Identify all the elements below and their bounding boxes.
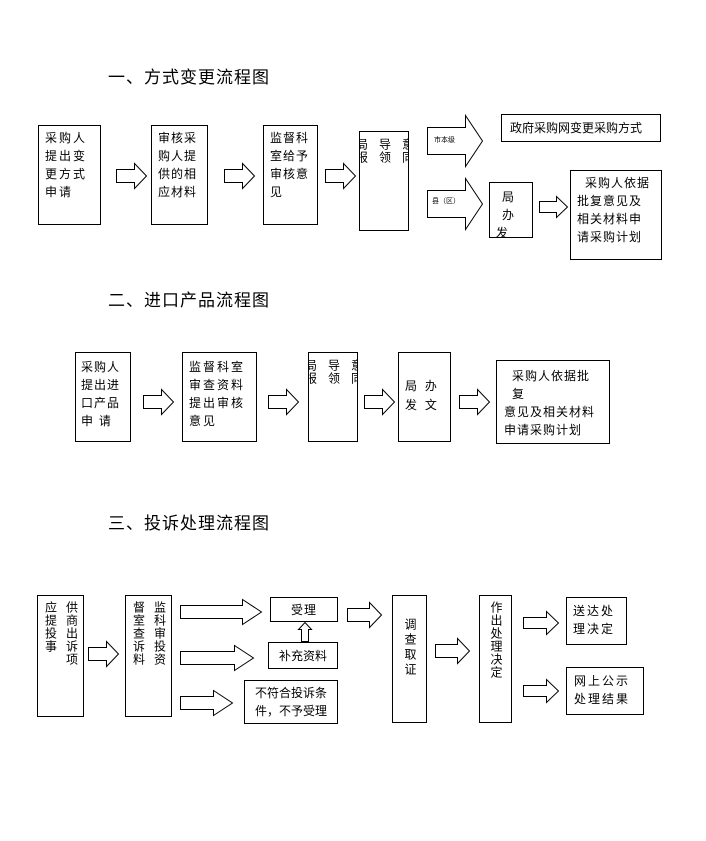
s3-supervision-col: 监科审投资 (152, 601, 167, 666)
s3-deliver-line: 理决定 (573, 622, 616, 636)
s2-leader-col: 局报 (308, 359, 318, 385)
s1-bureau-doc-line: 局办 (502, 190, 519, 222)
s3-supplier-complaint-box: 应提投事 供商出诉项 (37, 595, 84, 717)
s3-arrow-up (297, 621, 313, 642)
s1-leader-approval-box: 局报 导领 意同 (359, 131, 409, 231)
s1-arrow-3 (325, 162, 357, 190)
s1-request-line: 采购人 (45, 131, 88, 145)
section3-title: 三、投诉处理流程图 (108, 514, 270, 534)
s3-reject-line: 不符合投诉条 (254, 686, 327, 700)
s3-accept-text: 受理 (290, 603, 317, 617)
s1-city-result-text: 政府采购网变更采购方式 (510, 121, 643, 135)
s1-bureau-doc-box: 局办 发文 (489, 182, 533, 238)
s3-publish-box: 网上公示 处理结果 (566, 667, 644, 715)
s3-supplier-col: 供商出诉项 (64, 601, 79, 666)
s2-arrow-4 (459, 388, 491, 416)
s2-request-line: 申 请 (81, 414, 112, 428)
s3-arrow-accept (180, 598, 263, 626)
s3-supervision-col: 督室查诉料 (131, 601, 146, 666)
s3-supplier-col: 应提投事 (43, 601, 58, 653)
s1-arrow-1 (116, 162, 148, 190)
s2-arrow-1 (143, 388, 175, 416)
s3-publish-line: 网上公示 (574, 674, 631, 688)
s3-supervision-review-box: 督室查诉料 监科审投资 (125, 595, 172, 717)
s1-arrow-5 (539, 195, 569, 219)
s1-request-line: 申请 (45, 185, 74, 199)
s3-reject-box: 不符合投诉条 件，不予受理 (244, 680, 338, 724)
s3-arrow-2 (347, 601, 383, 629)
s2-leader-col: 意同 (349, 359, 358, 385)
s2-review-line: 监督科室 (189, 360, 246, 374)
s1-arrow-2 (224, 162, 256, 190)
section1-title: 一、方式变更流程图 (108, 68, 270, 88)
s1-city-result-box: 政府采购网变更采购方式 (501, 114, 661, 142)
s1-final-line: 相关材料申 (577, 212, 643, 226)
s3-decision-col: 作出处理决定 (489, 601, 503, 679)
s1-arrow-county (427, 176, 484, 232)
s1-leader-col: 意同 (400, 138, 409, 164)
s1-final-box: 采购人依据 批复意见及 相关材料申 请采购计划 (570, 170, 662, 260)
s1-leader-col: 导领 (377, 138, 392, 164)
s1-final-line: 采购人依据 (585, 176, 651, 190)
s1-bureau-doc-line: 发文 (496, 226, 513, 238)
s3-investigate-col: 调查取证 (403, 618, 417, 678)
s1-supervision-box: 监督科 室给予 审核意 见 (263, 125, 318, 225)
s1-city-label: 市本级 (434, 136, 455, 144)
s1-county-label: 县（区） (432, 197, 460, 205)
s2-review-box: 监督科室 审查资料 提出审核 意见 (182, 352, 257, 442)
s1-review-line: 审核采 (158, 131, 198, 145)
s2-bureau-doc-box: 局 办 发 文 (398, 352, 451, 442)
s1-review-box: 审核采 购人提 供的相 应材料 (151, 125, 208, 225)
s3-supplement-text: 补充资料 (278, 649, 327, 663)
section2-title: 二、进口产品流程图 (108, 291, 270, 311)
s2-request-line: 采购人 (81, 360, 121, 374)
s3-accept-box: 受理 (270, 597, 338, 622)
s3-arrow-reject (180, 689, 234, 717)
s1-supervision-line: 监督科 (270, 131, 310, 145)
s1-review-line: 应材料 (158, 185, 198, 199)
s2-request-box: 采购人 提出进 口产品 申 请 (75, 352, 131, 442)
s2-request-line: 提出进 (81, 378, 121, 392)
s3-supplement-box: 补充资料 (268, 642, 338, 669)
s3-arrow-1 (88, 640, 120, 668)
s1-final-line: 批复意见及 (577, 194, 643, 208)
s3-investigate-box: 调查取证 (392, 595, 427, 723)
s2-final-line: 意见及相关材料 (504, 405, 596, 419)
s2-arrow-2 (268, 388, 300, 416)
s2-final-box: 采购人依据批复 意见及相关材料 申请采购计划 (496, 360, 610, 444)
s1-supervision-line: 审核意 (270, 167, 310, 181)
s3-decision-box: 作出处理决定 (479, 595, 512, 723)
s3-arrow-publish (523, 678, 560, 704)
s1-supervision-line: 室给予 (270, 149, 310, 163)
s1-final-line: 请采购计划 (577, 230, 643, 244)
s3-deliver-line: 送达处 (573, 604, 616, 618)
s3-reject-line: 件，不予受理 (254, 704, 327, 718)
s3-arrow-3 (435, 637, 471, 665)
s2-leader-approval-box: 局报 导领 意同 (308, 352, 358, 442)
s2-leader-col: 导领 (326, 359, 341, 385)
s2-arrow-3 (364, 388, 396, 416)
s1-supervision-line: 见 (270, 185, 284, 199)
s2-bureau-doc-text: 局 办 发 文 (405, 379, 439, 412)
s3-arrow-deliver (523, 610, 560, 636)
s2-review-line: 审查资料 (189, 378, 246, 392)
s3-arrow-supplement (180, 644, 255, 672)
s1-review-line: 供的相 (158, 167, 198, 181)
s3-deliver-box: 送达处 理决定 (566, 597, 627, 645)
s1-request-box: 采购人 提出变 更方式 申请 (38, 125, 101, 225)
s2-request-line: 口产品 (81, 396, 121, 410)
s1-leader-col: 局报 (359, 138, 369, 164)
s2-review-line: 意见 (189, 414, 218, 428)
s1-review-line: 购人提 (158, 149, 198, 163)
s2-final-line: 采购人依据批复 (512, 369, 591, 401)
s1-arrow-city (427, 113, 484, 169)
s2-final-line: 申请采购计划 (504, 423, 583, 437)
s2-review-line: 提出审核 (189, 396, 246, 410)
s1-request-line: 更方式 (45, 167, 88, 181)
s3-publish-line: 处理结果 (574, 692, 631, 706)
s1-request-line: 提出变 (45, 149, 88, 163)
